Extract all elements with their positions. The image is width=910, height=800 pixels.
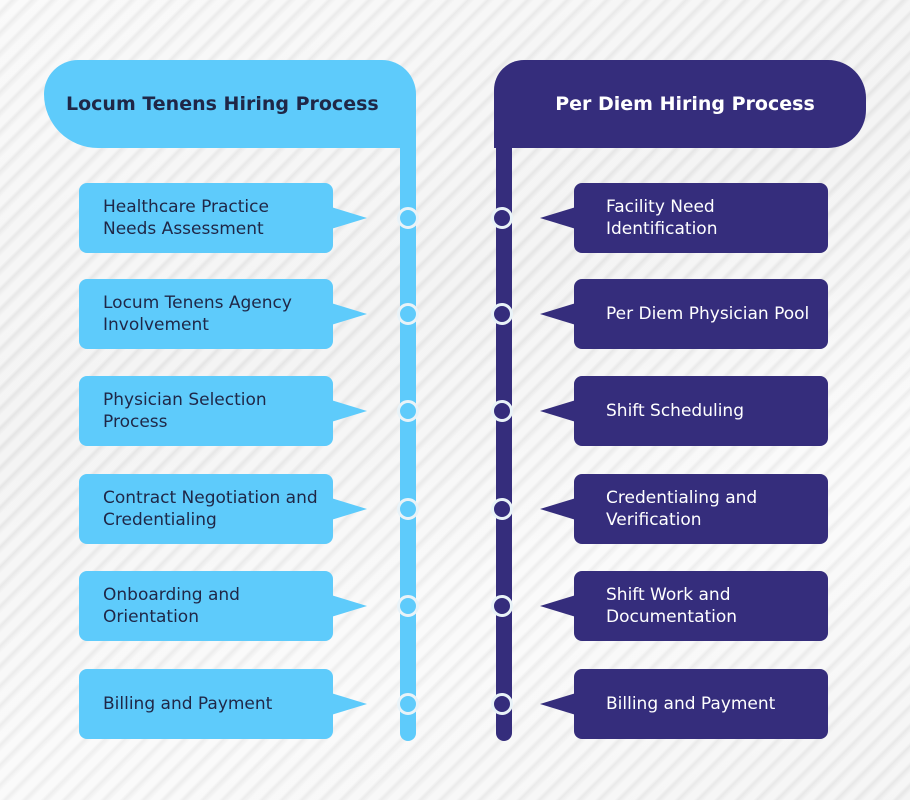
per-diem-step-label: Shift Work and Documentation bbox=[606, 585, 738, 627]
locum-tenens-step-box: Contract Negotiation and Credentialing bbox=[79, 474, 333, 544]
locum-tenens-timeline-node bbox=[397, 498, 419, 520]
locum-tenens-step-label: Healthcare Practice Needs Assessment bbox=[103, 197, 269, 239]
locum-tenens-header: Locum Tenens Hiring Process bbox=[44, 60, 416, 148]
locum-tenens-step-pointer bbox=[331, 400, 367, 422]
per-diem-step-label: Facility Need Identification bbox=[606, 197, 718, 239]
locum-tenens-timeline-node bbox=[397, 400, 419, 422]
per-diem-step-box: Shift Scheduling bbox=[574, 376, 828, 446]
locum-tenens-step-box: Onboarding and Orientation bbox=[79, 571, 333, 641]
per-diem-step-label: Billing and Payment bbox=[606, 694, 776, 714]
locum-tenens-step-box: Physician Selection Process bbox=[79, 376, 333, 446]
per-diem-timeline-node bbox=[491, 693, 513, 715]
per-diem-step-pointer bbox=[540, 400, 576, 422]
per-diem-step-box: Facility Need Identification bbox=[574, 183, 828, 253]
per-diem-step-pointer bbox=[540, 303, 576, 325]
per-diem-timeline-node bbox=[491, 207, 513, 229]
locum-tenens-timeline-stem bbox=[400, 140, 416, 741]
per-diem-step-box: Billing and Payment bbox=[574, 669, 828, 739]
locum-tenens-step-box: Healthcare Practice Needs Assessment bbox=[79, 183, 333, 253]
per-diem-step-pointer bbox=[540, 595, 576, 617]
per-diem-header: Per Diem Hiring Process bbox=[494, 60, 866, 148]
per-diem-step-label: Shift Scheduling bbox=[606, 401, 744, 421]
locum-tenens-step-label: Onboarding and Orientation bbox=[103, 585, 240, 627]
locum-tenens-step-pointer bbox=[331, 207, 367, 229]
locum-tenens-step-label: Physician Selection Process bbox=[103, 390, 267, 432]
per-diem-title: Per Diem Hiring Process bbox=[555, 93, 815, 115]
locum-tenens-step-label: Contract Negotiation and Credentialing bbox=[103, 488, 318, 530]
locum-tenens-step-label: Billing and Payment bbox=[103, 694, 273, 714]
locum-tenens-timeline-node bbox=[397, 207, 419, 229]
locum-tenens-title: Locum Tenens Hiring Process bbox=[66, 93, 379, 115]
per-diem-timeline-stem bbox=[496, 140, 512, 741]
per-diem-step-box: Credentialing and Verification bbox=[574, 474, 828, 544]
per-diem-step-box: Per Diem Physician Pool bbox=[574, 279, 828, 349]
locum-tenens-step-pointer bbox=[331, 693, 367, 715]
per-diem-step-label: Per Diem Physician Pool bbox=[606, 304, 810, 324]
per-diem-timeline-node bbox=[491, 303, 513, 325]
locum-tenens-step-box: Locum Tenens Agency Involvement bbox=[79, 279, 333, 349]
per-diem-step-pointer bbox=[540, 207, 576, 229]
per-diem-timeline-node bbox=[491, 400, 513, 422]
per-diem-step-box: Shift Work and Documentation bbox=[574, 571, 828, 641]
locum-tenens-timeline-node bbox=[397, 303, 419, 325]
per-diem-step-pointer bbox=[540, 693, 576, 715]
per-diem-timeline-node bbox=[491, 498, 513, 520]
per-diem-step-pointer bbox=[540, 498, 576, 520]
locum-tenens-step-box: Billing and Payment bbox=[79, 669, 333, 739]
locum-tenens-timeline-node bbox=[397, 595, 419, 617]
locum-tenens-step-pointer bbox=[331, 595, 367, 617]
per-diem-step-label: Credentialing and Verification bbox=[606, 488, 758, 530]
locum-tenens-step-pointer bbox=[331, 303, 367, 325]
per-diem-timeline-node bbox=[491, 595, 513, 617]
locum-tenens-timeline-node bbox=[397, 693, 419, 715]
locum-tenens-step-label: Locum Tenens Agency Involvement bbox=[103, 293, 292, 335]
locum-tenens-step-pointer bbox=[331, 498, 367, 520]
